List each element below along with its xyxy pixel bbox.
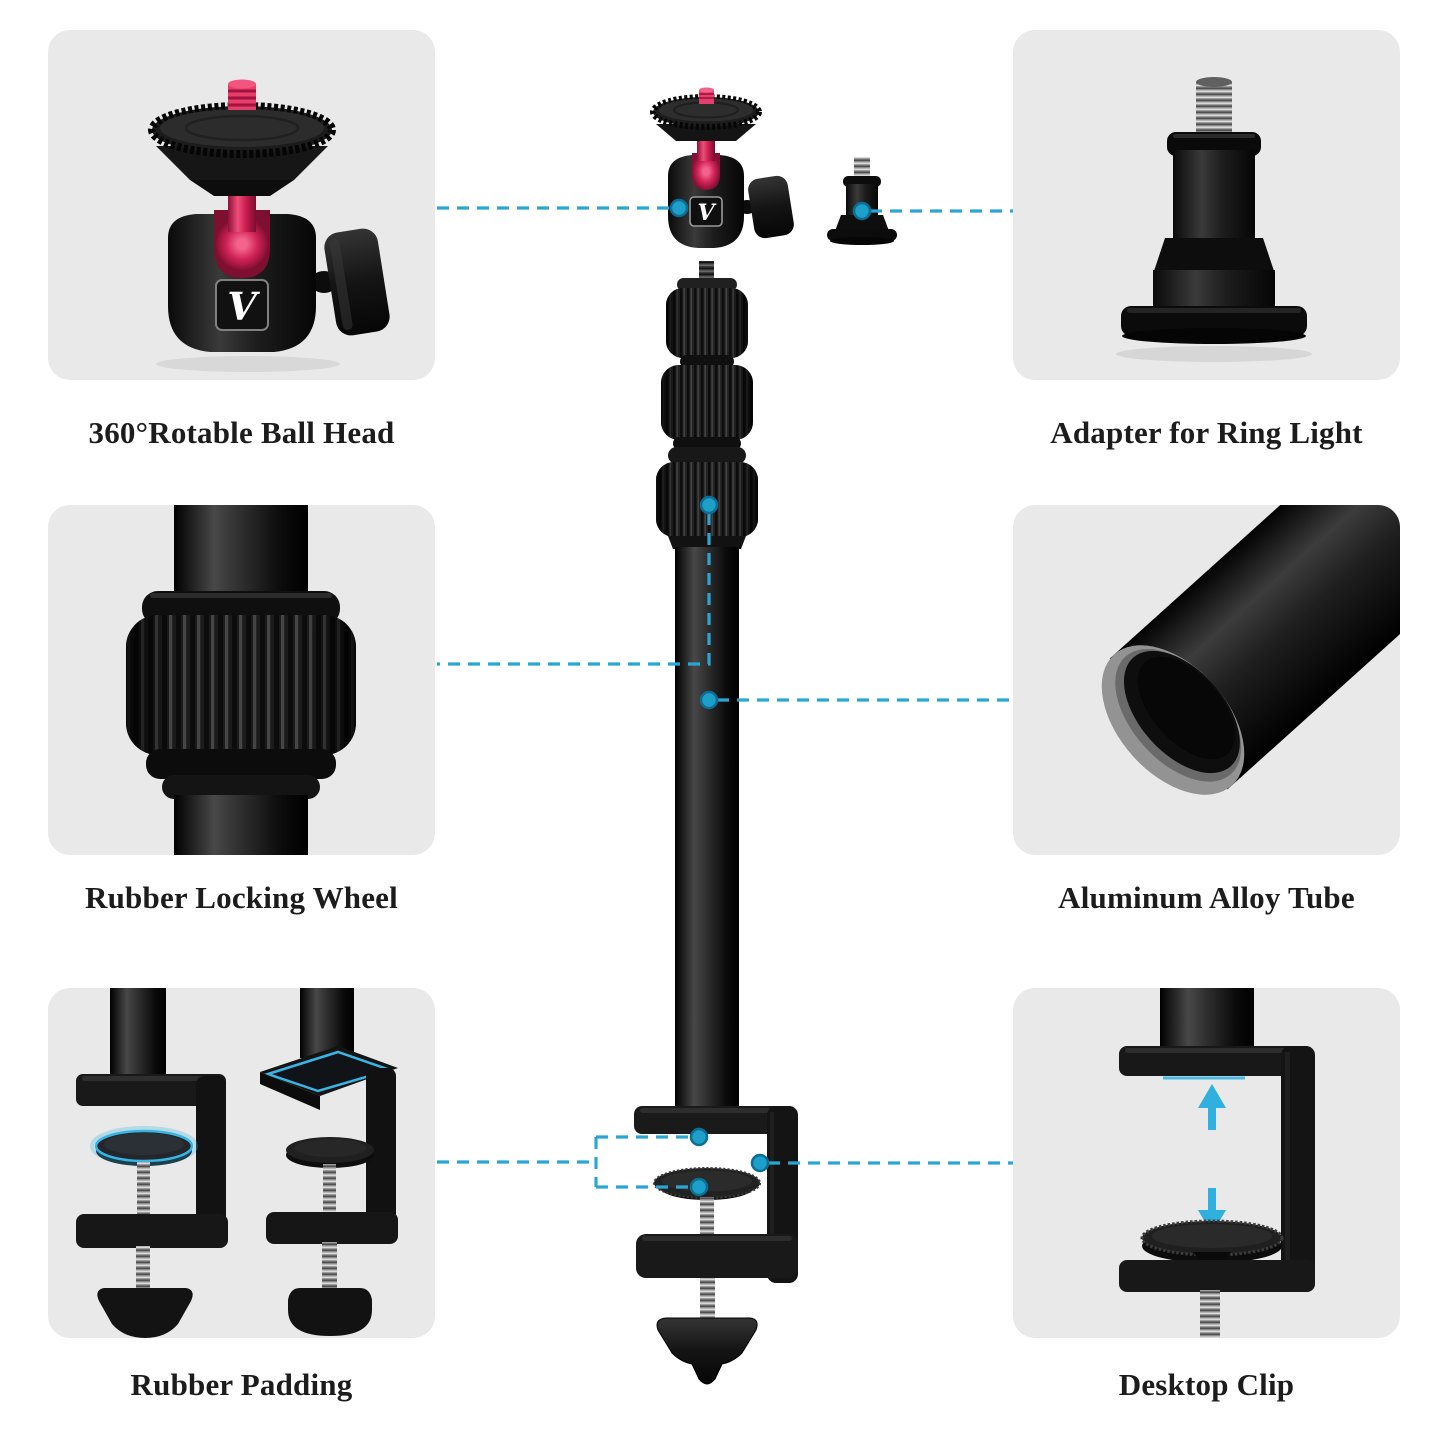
product-ball-head: V <box>650 87 794 248</box>
feature-panel-ball-head: V <box>48 30 435 380</box>
clamp-left <box>76 988 228 1338</box>
feature-caption-ring-light-adapter: Adapter for Ring Light <box>1050 415 1363 450</box>
feature-panel-desktop-clip <box>1013 988 1400 1338</box>
clamp-right <box>260 988 398 1336</box>
product-pole <box>656 261 758 1107</box>
feature-panel-alloy-tube <box>1013 505 1400 855</box>
callout-dot <box>669 198 689 218</box>
callout-line-locking-wheel <box>437 513 711 666</box>
callout-dot <box>699 495 719 515</box>
callout-line-rubber-padding <box>437 1135 691 1189</box>
callout-lines <box>437 206 1013 1189</box>
desktop-clip-illustration <box>1119 988 1315 1338</box>
feature-caption-desktop-clip: Desktop Clip <box>1118 1367 1295 1402</box>
product-adapter <box>827 157 897 245</box>
callout-dot <box>689 1127 709 1147</box>
feature-caption-ball-head: 360°Rotable Ball Head <box>88 415 395 450</box>
feature-panel-ring-light-adapter <box>1013 30 1400 380</box>
arrow-up-icon <box>1198 1084 1226 1130</box>
callout-dot <box>699 690 719 710</box>
product-clamp <box>634 1106 798 1385</box>
brand-logo: V <box>227 284 260 329</box>
alloy-tube-illustration <box>1101 505 1400 795</box>
callout-dot <box>750 1153 770 1173</box>
feature-caption-rubber-padding: Rubber Padding <box>130 1367 353 1402</box>
callout-dot <box>689 1177 709 1197</box>
feature-panel-rubber-padding <box>48 988 435 1338</box>
locking-wheel-illustration <box>126 505 356 855</box>
callout-dots <box>669 198 872 1197</box>
ball-head-illustration: V <box>148 79 390 372</box>
brand-logo: V <box>697 200 716 226</box>
feature-caption-alloy-tube: Aluminum Alloy Tube <box>1058 880 1355 915</box>
feature-panel-locking-wheel <box>48 505 435 855</box>
adapter-illustration <box>1116 77 1312 362</box>
feature-caption-locking-wheel: Rubber Locking Wheel <box>85 880 398 915</box>
callout-dot <box>852 201 872 221</box>
rubber-padding-illustration <box>76 988 398 1338</box>
